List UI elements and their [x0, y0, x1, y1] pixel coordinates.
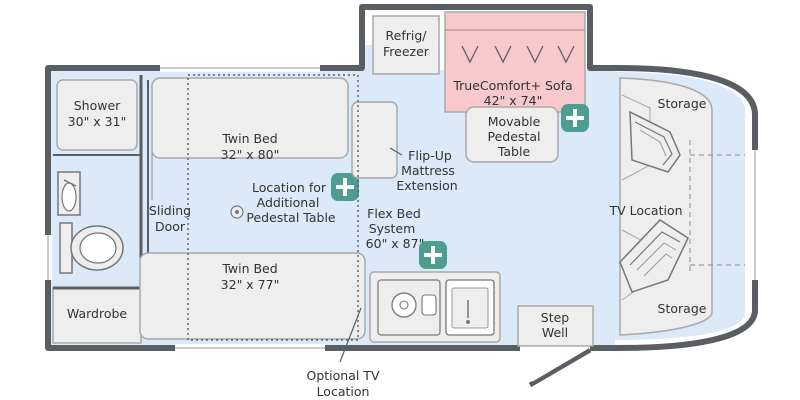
flex-bed-outline	[187, 74, 359, 341]
twin-bed-bottom	[139, 252, 366, 340]
step-well-label-1: Step	[541, 310, 570, 325]
kitchen-sink	[445, 279, 495, 336]
location-for-label-1: Location for	[252, 180, 327, 195]
table-label-3: Table	[497, 144, 531, 159]
shower-label-2: 30" x 31"	[68, 114, 127, 129]
flip-up-label-2: Mattress	[401, 163, 455, 178]
sliding-door-label-1: Sliding	[149, 203, 191, 218]
refrigerator-label-1: Refrig/	[386, 28, 428, 43]
table-label-1: Movable	[488, 114, 541, 129]
location-for-label-2: Additional	[257, 195, 320, 210]
sofa-recliner-lines	[461, 45, 575, 64]
cab-seat-bottom	[619, 219, 689, 293]
exterior-wall	[45, 4, 758, 351]
twin-bed-top-label-2: 32" x 80"	[221, 147, 280, 162]
sofa-label-2: 42" x 74"	[484, 93, 543, 108]
flex-bed-label-2: System	[369, 221, 416, 236]
flip-up-label-3: Extension	[396, 178, 457, 193]
entry-door	[528, 347, 592, 388]
plus-icon	[419, 241, 447, 269]
toilet	[59, 222, 124, 274]
refrigerator	[372, 15, 440, 75]
step-well-label-2: Well	[542, 325, 568, 340]
location-for-label-3: Pedestal Table	[246, 210, 336, 225]
wardrobe-label: Wardrobe	[67, 306, 128, 321]
tv-location-label: TV Location	[608, 203, 682, 218]
twin-bed-bottom-label-1: Twin Bed	[221, 261, 277, 276]
pedestal-location-marker	[230, 205, 244, 219]
shower-label-1: Shower	[74, 98, 121, 113]
optional-tv-leader	[339, 307, 362, 363]
flex-bed-label-3: 60" x 87"	[366, 236, 425, 251]
flex-bed-label-1: Flex Bed	[367, 206, 421, 221]
shower	[56, 79, 138, 151]
twin-bed-bottom-label-2: 32" x 77"	[221, 277, 280, 292]
sofa-label-1: TrueComfort+ Sofa	[452, 78, 572, 93]
flip-up-label-1: Flip-Up	[408, 148, 452, 163]
optional-tv-label-2: Location	[317, 384, 370, 399]
plus-icon	[331, 173, 359, 201]
table-label-2: Pedestal	[488, 129, 541, 144]
flip-up-mattress	[351, 101, 398, 179]
entry-door-gap	[520, 343, 590, 353]
refrigerator-label-2: Freezer	[383, 44, 430, 59]
storage-top-label: Storage	[658, 96, 707, 111]
twin-bed-top-label-1: Twin Bed	[221, 131, 277, 146]
sliding-door-label-2: Door	[155, 219, 186, 234]
pedestal-table	[465, 106, 559, 163]
twin-bed-top	[151, 77, 349, 159]
optional-tv-label-1: Optional TV	[306, 368, 379, 383]
stove	[391, 292, 437, 318]
plus-icon	[561, 104, 589, 132]
cab-seat-top	[629, 110, 681, 173]
step-well	[517, 305, 594, 347]
sofa	[444, 11, 586, 113]
storage-bottom-label: Storage	[658, 301, 707, 316]
